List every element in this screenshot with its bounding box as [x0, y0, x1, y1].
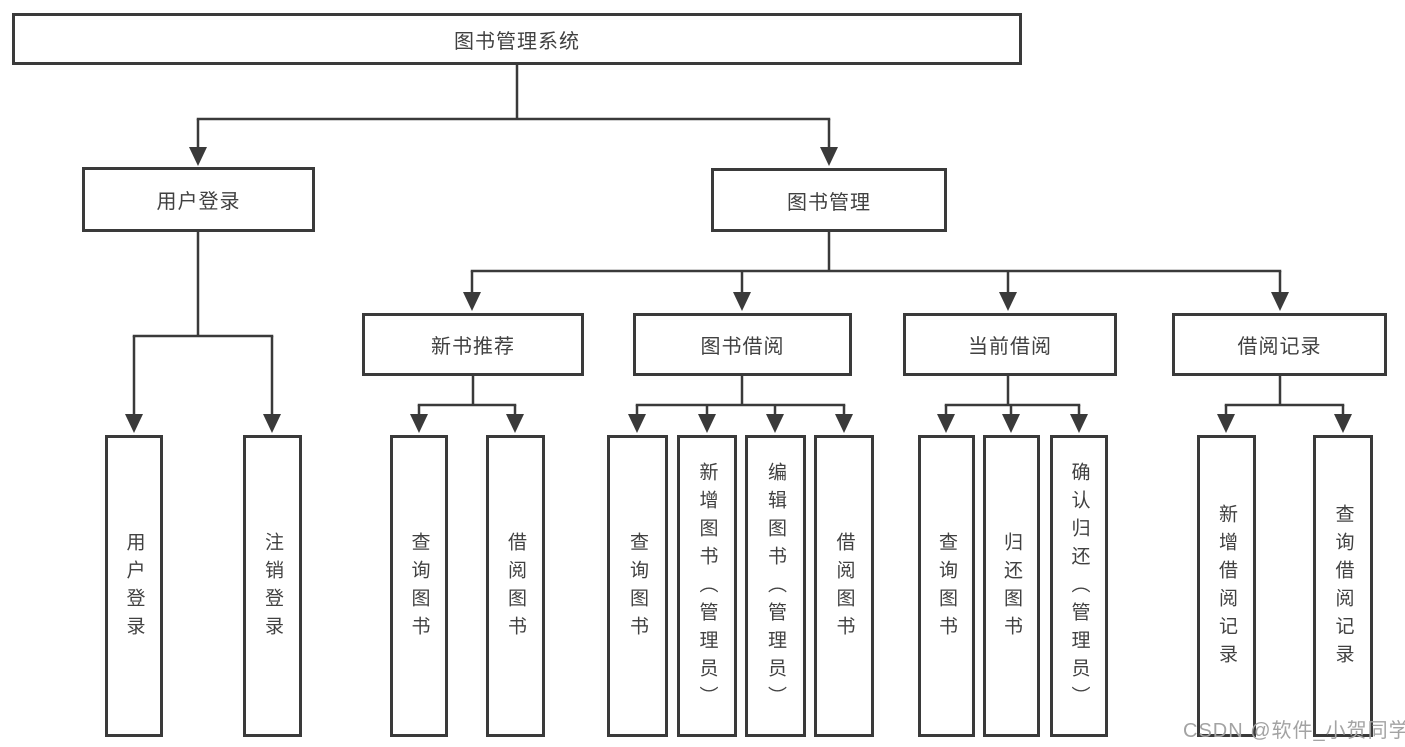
- leaf-add-borrow-record: 新增借阅记录: [1197, 435, 1256, 737]
- node-book-management: 图书管理: [711, 168, 947, 232]
- leaf-query-books-recommend: 查询图书: [390, 435, 448, 737]
- leaf-borrow-books: 借阅图书: [814, 435, 874, 737]
- leaf-edit-book-admin: 编辑图书（管理员）: [745, 435, 806, 737]
- node-borrowing-records: 借阅记录: [1172, 313, 1387, 376]
- csdn-watermark: CSDN @软件_小贺同学: [1183, 720, 1405, 742]
- leaf-borrow-books-recommend: 借阅图书: [486, 435, 545, 737]
- node-current-borrowing: 当前借阅: [903, 313, 1117, 376]
- node-library-management-system: 图书管理系统: [12, 13, 1022, 65]
- leaf-query-books-current: 查询图书: [918, 435, 975, 737]
- node-book-borrowing: 图书借阅: [633, 313, 852, 376]
- leaf-confirm-return-admin: 确认归还（管理员）: [1050, 435, 1108, 737]
- leaf-query-books-borrow: 查询图书: [607, 435, 668, 737]
- node-user-login: 用户登录: [82, 167, 315, 232]
- leaf-add-book-admin: 新增图书（管理员）: [677, 435, 737, 737]
- leaf-user-login: 用户登录: [105, 435, 163, 737]
- node-new-book-recommendation: 新书推荐: [362, 313, 584, 376]
- leaf-return-book: 归还图书: [983, 435, 1040, 737]
- leaf-logout: 注销登录: [243, 435, 302, 737]
- leaf-query-borrow-record: 查询借阅记录: [1313, 435, 1373, 737]
